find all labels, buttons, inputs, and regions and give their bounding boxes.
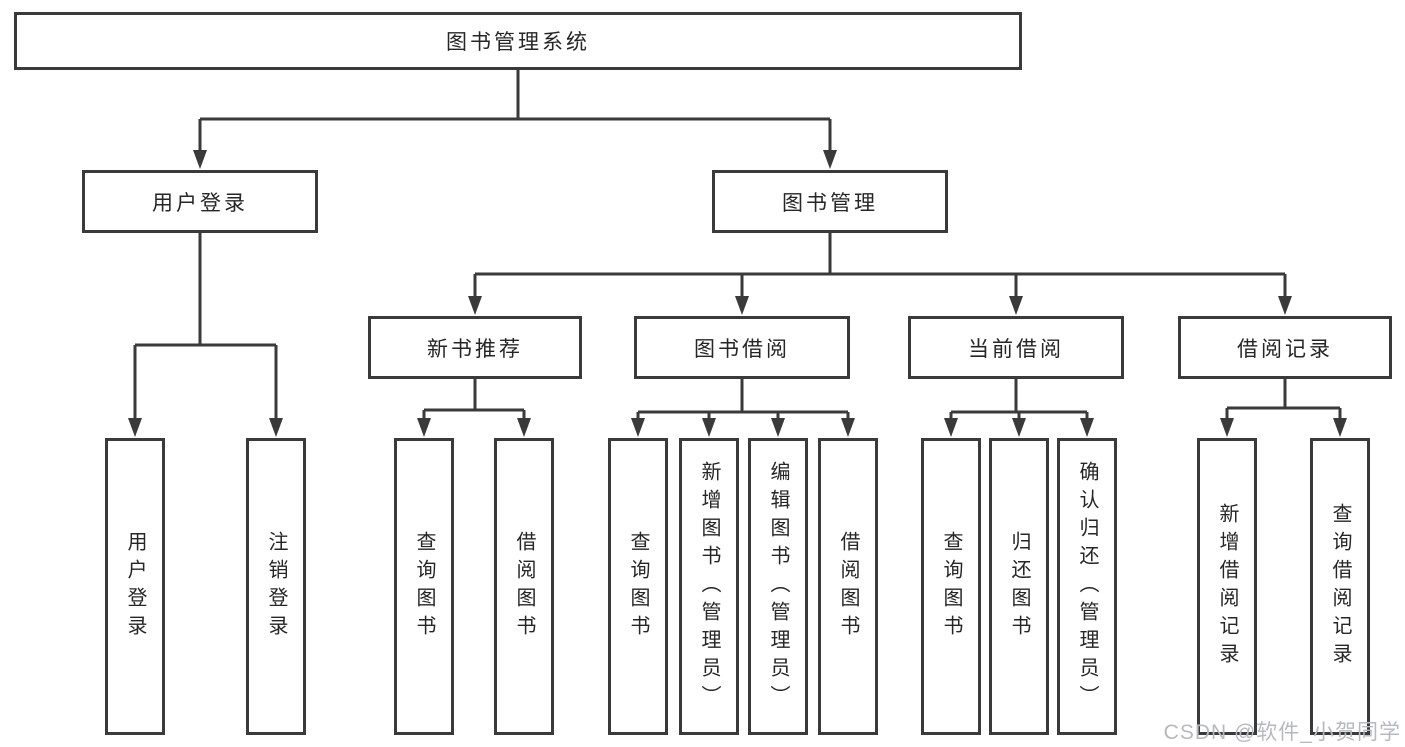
node-label: 新增借阅记录: [1216, 502, 1238, 671]
node-label: 图书管理: [782, 191, 878, 215]
node-borrowrecords: 借阅记录: [1178, 316, 1392, 379]
arrowhead-icon: [1012, 418, 1026, 437]
node-label: 当前借阅: [968, 337, 1064, 361]
node-label: 新书推荐: [427, 337, 523, 361]
arrowhead-icon: [269, 418, 283, 437]
node-leaf-borrow-newbook: 借阅图书: [494, 438, 554, 735]
node-label: 查询图书: [413, 530, 435, 643]
arrowhead-icon: [417, 418, 431, 437]
node-label: 查询图书: [627, 530, 649, 643]
node-label: 注销登录: [265, 530, 287, 643]
arrowhead-icon: [1220, 418, 1234, 437]
node-label: 图书管理系统: [446, 31, 590, 54]
node-bookmgmt: 图书管理: [712, 170, 948, 233]
node-label: 借阅记录: [1237, 337, 1333, 361]
arrowhead-icon: [771, 418, 785, 437]
node-leaf-borrow-book: 借阅图书: [818, 438, 878, 735]
node-label: 用户登录: [124, 530, 146, 643]
node-leaf-add-record: 新增借阅记录: [1197, 438, 1257, 735]
node-login: 用户登录: [82, 170, 318, 233]
arrowhead-icon: [702, 418, 716, 437]
node-root: 图书管理系统: [14, 12, 1022, 70]
node-leaf-query-borrow: 查询图书: [608, 438, 668, 735]
watermark: CSDN @软件_小贺同学: [1163, 721, 1401, 744]
arrowhead-icon: [128, 418, 142, 437]
node-label: 归还图书: [1008, 530, 1030, 643]
node-label: 借阅图书: [513, 530, 535, 643]
node-label: 确认归还（管理员）: [1076, 460, 1098, 713]
node-label: 借阅图书: [837, 530, 859, 643]
arrowhead-icon: [1333, 418, 1347, 437]
node-label: 查询借阅记录: [1329, 502, 1351, 671]
node-label: 编辑图书（管理员）: [767, 460, 789, 713]
node-label: 新增图书（管理员）: [698, 460, 720, 713]
node-leaf-user-login: 用户登录: [105, 438, 165, 735]
node-bookborrow: 图书借阅: [634, 316, 850, 379]
node-currentborrow: 当前借阅: [908, 316, 1124, 379]
arrowhead-icon: [1009, 296, 1023, 315]
node-leaf-query-newbook: 查询图书: [394, 438, 454, 735]
node-newbook: 新书推荐: [368, 316, 582, 379]
node-leaf-logout: 注销登录: [246, 438, 306, 735]
arrowhead-icon: [1080, 418, 1094, 437]
arrowhead-icon: [944, 418, 958, 437]
arrowhead-icon: [193, 150, 207, 169]
node-leaf-query-current: 查询图书: [921, 438, 981, 735]
node-label: 图书借阅: [694, 337, 790, 361]
arrowhead-icon: [468, 296, 482, 315]
arrowhead-icon: [823, 150, 837, 169]
node-label: 用户登录: [152, 191, 248, 215]
arrowhead-icon: [735, 296, 749, 315]
arrowhead-icon: [631, 418, 645, 437]
node-leaf-return-book: 归还图书: [989, 438, 1049, 735]
node-leaf-edit-book: 编辑图书（管理员）: [748, 438, 808, 735]
arrowhead-icon: [517, 418, 531, 437]
arrowhead-icon: [1278, 296, 1292, 315]
node-leaf-query-record: 查询借阅记录: [1310, 438, 1370, 735]
arrowhead-icon: [841, 418, 855, 437]
node-label: 查询图书: [940, 530, 962, 643]
node-leaf-add-book: 新增图书（管理员）: [679, 438, 739, 735]
node-leaf-confirm-return: 确认归还（管理员）: [1057, 438, 1117, 735]
